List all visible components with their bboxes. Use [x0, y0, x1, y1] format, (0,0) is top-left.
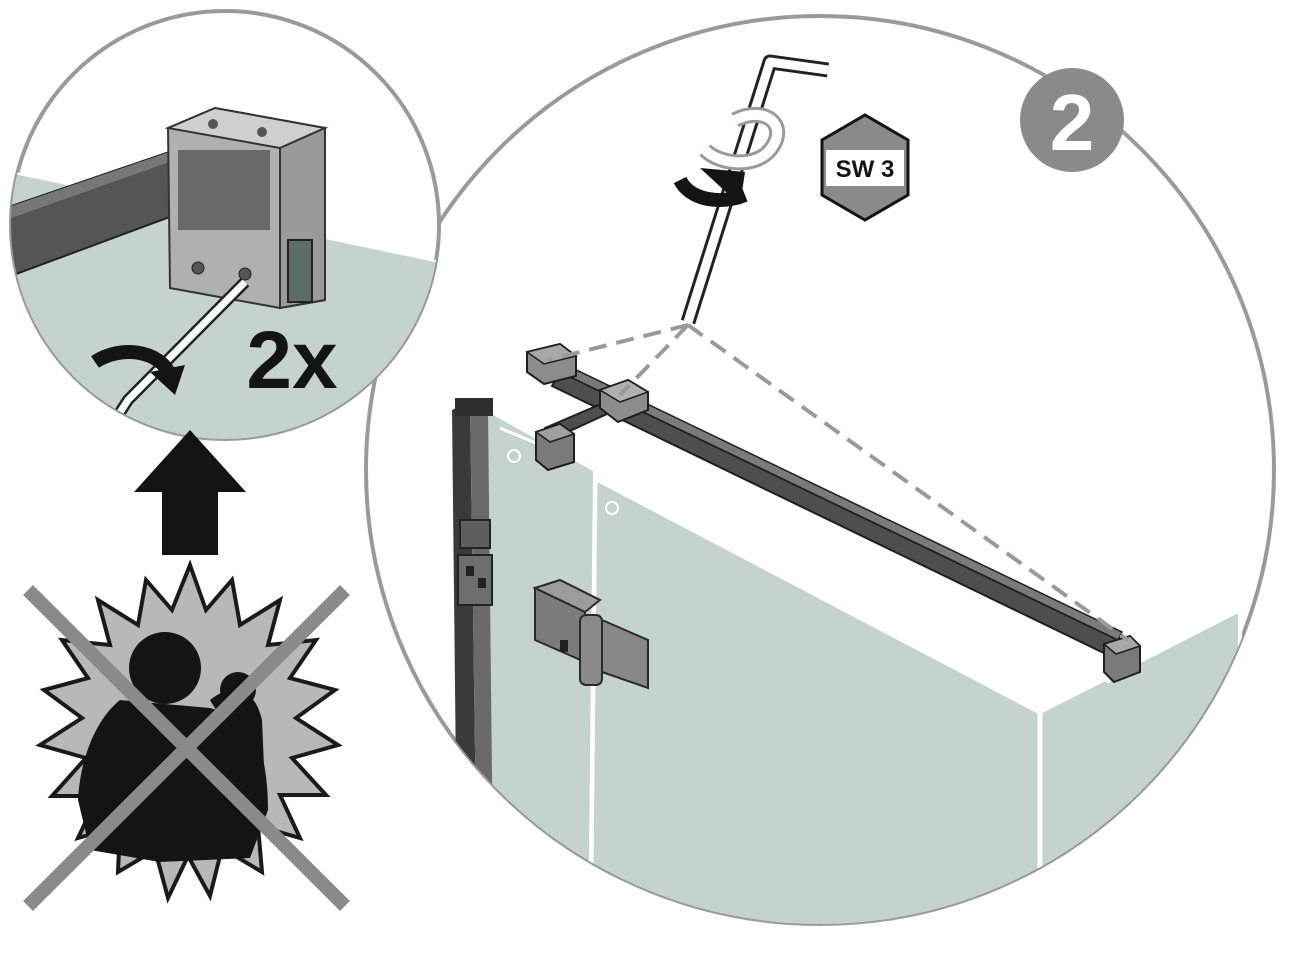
main-scene [366, 16, 1274, 960]
repeat-count-label: 2x [246, 315, 337, 406]
no-excessive-force-icon [28, 565, 345, 906]
wall-profile [452, 398, 494, 960]
fixed-glass-panel [485, 408, 595, 960]
step-number: 2 [1050, 78, 1095, 167]
hex-key-size-label: SW 3 [836, 156, 895, 183]
step-number-badge: 2 [1020, 68, 1124, 172]
arrow-up-icon [134, 430, 246, 555]
